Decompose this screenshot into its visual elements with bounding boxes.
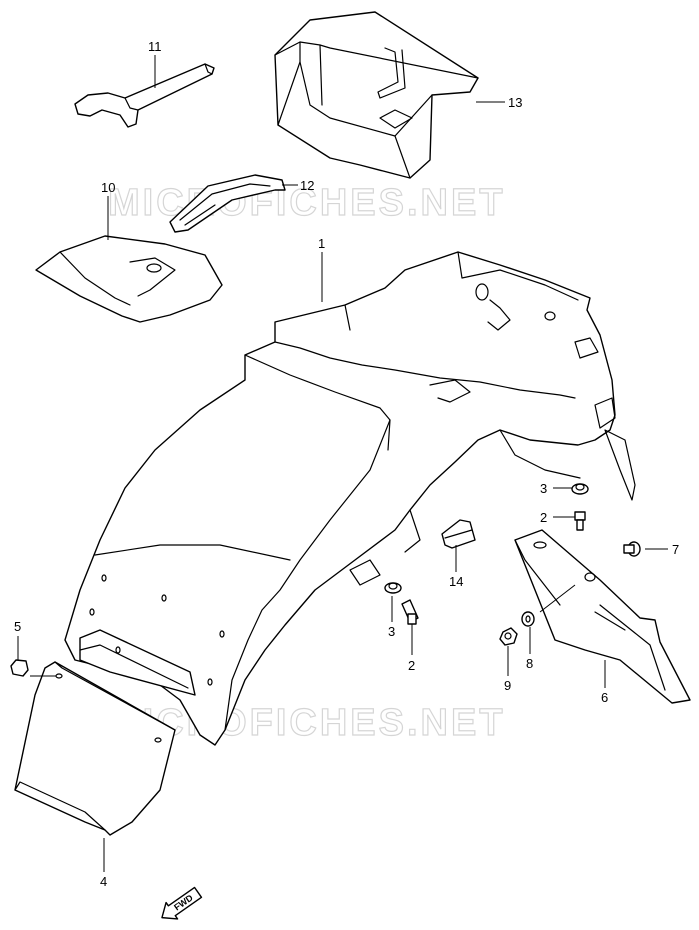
part-13-battery-box <box>274 11 479 179</box>
part-11-tool-wrench <box>74 63 215 128</box>
callout-11: 11 <box>148 39 162 54</box>
part-12-strap <box>169 174 286 233</box>
part-2-bolt-lower <box>401 599 419 625</box>
part-1-rear-fender <box>64 251 636 746</box>
callout-9: 9 <box>504 678 511 693</box>
callout-3-lower: 3 <box>388 624 395 639</box>
part-7-bolt <box>623 541 641 557</box>
part-3-nut-lower <box>384 582 402 594</box>
callout-3-upper: 3 <box>540 481 547 496</box>
callout-12: 12 <box>300 178 314 193</box>
callout-1: 1 <box>318 236 325 251</box>
callout-8: 8 <box>526 656 533 671</box>
leader-lines <box>17 55 668 872</box>
part-8-washer <box>521 611 535 627</box>
callout-13: 13 <box>508 95 522 110</box>
callout-10: 10 <box>101 180 115 195</box>
part-5-grommet <box>10 659 29 677</box>
callout-4: 4 <box>100 874 107 889</box>
part-2-bolt-upper <box>574 511 586 531</box>
part-6-side-cover <box>514 529 691 704</box>
callout-2-upper: 2 <box>540 510 547 525</box>
watermark-top: MICROFICHES.NET <box>108 182 506 224</box>
callout-7: 7 <box>672 542 679 557</box>
callout-14: 14 <box>449 574 463 589</box>
callout-5: 5 <box>14 619 21 634</box>
callout-labels: 11 13 12 10 1 3 2 7 14 3 2 8 9 6 5 4 <box>14 39 679 889</box>
part-3-nut-upper <box>571 483 589 495</box>
part-14-pad <box>441 519 476 549</box>
fwd-arrow-icon: FWD <box>161 886 203 920</box>
part-4-mud-flap <box>14 661 176 836</box>
callout-2-lower: 2 <box>408 658 415 673</box>
part-9-nut <box>499 627 518 646</box>
part-10-cover <box>35 235 223 323</box>
callout-6: 6 <box>601 690 608 705</box>
